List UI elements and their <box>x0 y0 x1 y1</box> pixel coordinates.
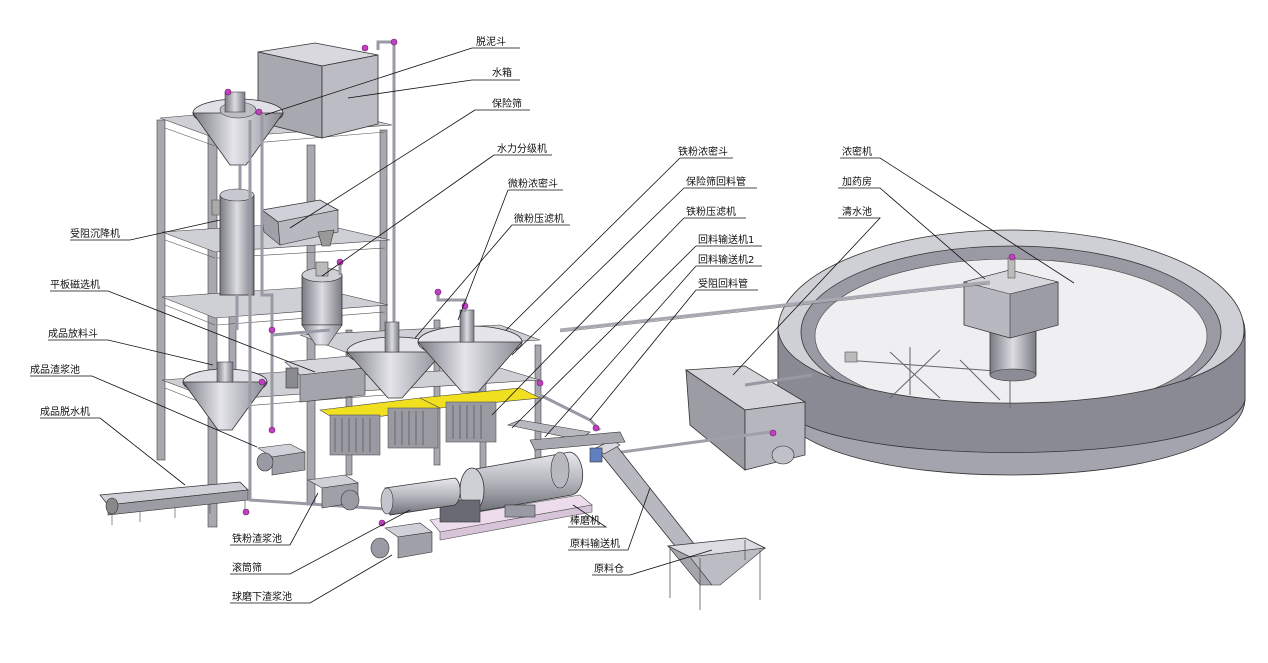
safety-screen <box>261 199 340 247</box>
label-raw-material-silo: 原料仓 <box>594 562 624 575</box>
leader-lines <box>30 47 1075 604</box>
label-clear-water-tank: 清水池 <box>842 205 872 218</box>
label-rod-mill: 棒磨机 <box>570 514 600 527</box>
raw-material-silo <box>666 537 767 610</box>
flat-magnetic-separator <box>284 355 366 403</box>
filter-presses <box>319 387 542 456</box>
label-iron-powder-thickening-hopper: 铁粉浓密斗 <box>678 145 728 158</box>
return-conveyor-2 <box>529 431 626 451</box>
steel-frame <box>156 104 542 528</box>
label-return-conveyor-1: 回料输送机1 <box>698 233 754 246</box>
label-hydraulic-classifier: 水力分级机 <box>497 142 547 155</box>
label-product-discharge-hopper: 成品放料斗 <box>48 327 98 340</box>
thickener <box>559 229 1246 476</box>
label-dosing-room: 加药房 <box>842 175 872 188</box>
labels: 脱泥斗 水箱 保险筛 水力分级机 微粉浓密斗 微粉压滤机 受阻沉降机 平板磁选机… <box>30 35 872 603</box>
label-return-conveyor-2: 回料输送机2 <box>698 253 754 266</box>
return-conveyor-1 <box>506 419 591 441</box>
clear-water-tank <box>599 365 813 471</box>
water-tank <box>257 38 398 345</box>
label-product-slurry-tank: 成品渣浆池 <box>30 363 80 376</box>
label-hindered-settler: 受阻沉降机 <box>70 227 120 240</box>
label-raw-material-conveyor: 原料输送机 <box>570 537 620 550</box>
label-product-dewatering-machine: 成品脱水机 <box>40 405 90 418</box>
ballmill-slurry-tank <box>370 522 433 559</box>
thickening-hoppers <box>346 288 523 399</box>
hindered-settler <box>211 188 255 330</box>
label-micro-powder-thickening-hopper: 微粉浓密斗 <box>508 177 558 190</box>
hydraulic-classifier <box>301 261 343 346</box>
label-ballmill-slurry-tank: 球磨下渣浆池 <box>232 590 292 603</box>
label-safety-screen-return-pipe: 保险筛回料管 <box>686 175 746 188</box>
label-safety-screen: 保险筛 <box>492 97 522 110</box>
label-trommel-screen: 滚筒筛 <box>232 561 262 574</box>
label-hindered-return-pipe: 受阻回料管 <box>698 277 748 290</box>
product-slurry-tank <box>256 443 306 476</box>
label-flat-magnetic-separator: 平板磁选机 <box>50 278 100 291</box>
label-iron-powder-filter-press: 铁粉压滤机 <box>686 205 736 218</box>
product-dewatering-machine <box>99 481 249 525</box>
label-iron-powder-slurry-tank: 铁粉渣浆池 <box>232 532 282 545</box>
label-desliming-hopper: 脱泥斗 <box>476 35 506 48</box>
label-water-tank: 水箱 <box>492 66 512 79</box>
trommel-screen <box>380 477 461 516</box>
iron-slurry-tank <box>307 474 360 511</box>
label-micro-powder-filter-press: 微粉压滤机 <box>514 212 564 225</box>
desliming-hopper <box>192 88 284 200</box>
product-discharge-hopper <box>182 361 268 431</box>
raw-material-conveyor <box>589 439 696 553</box>
label-thickener: 浓密机 <box>842 145 872 158</box>
rod-mill <box>429 451 593 541</box>
